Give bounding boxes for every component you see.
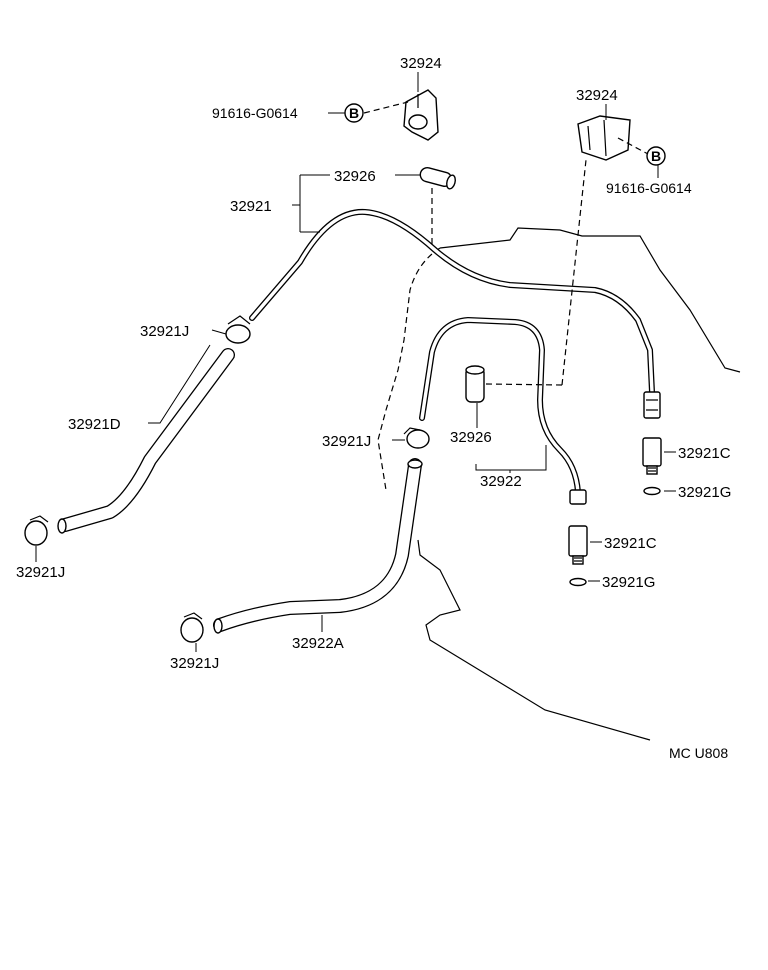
bolt-symbol-left-letter: B xyxy=(349,105,359,121)
label-clip-lower-left: 32921J xyxy=(16,564,65,581)
label-union-middle: 32921C xyxy=(604,535,657,552)
upper-cooler-pipe xyxy=(249,208,655,395)
clamp-top xyxy=(403,89,439,141)
bolt-symbol-right-letter: B xyxy=(651,148,661,164)
label-hose-upper: 32921D xyxy=(68,416,121,433)
hose-clip-bottom xyxy=(180,612,204,643)
label-hose-lower: 32922A xyxy=(292,635,344,652)
sleeve-middle xyxy=(465,365,485,403)
label-sleeve-middle: 32926 xyxy=(450,429,492,446)
lower-cooler-pipe xyxy=(419,317,581,495)
label-pipe-upper: 32921 xyxy=(230,198,272,215)
transmission-case-outline xyxy=(377,227,741,741)
union-middle xyxy=(568,525,588,565)
sleeve-top xyxy=(419,166,456,190)
label-gasket-right: 32921G xyxy=(678,484,731,501)
clamp-right xyxy=(577,115,631,161)
label-pipe-lower: 32922 xyxy=(480,473,522,490)
label-clamp-right: 32924 xyxy=(576,87,618,104)
gasket-right xyxy=(643,486,661,496)
figure-code: MC U808 xyxy=(669,745,728,761)
union-right xyxy=(642,437,662,475)
label-clamp-top: 32924 xyxy=(400,55,442,72)
bolt-symbol-left: B xyxy=(344,103,364,123)
label-bolt-right: 91616-G0614 xyxy=(606,180,692,196)
gasket-middle xyxy=(569,577,587,587)
leader-lines xyxy=(35,72,676,652)
label-clip-bottom: 32921J xyxy=(170,655,219,672)
hose-clip-upper xyxy=(225,315,251,344)
union-right-installed xyxy=(643,391,661,419)
hose-clip-lower-left xyxy=(24,515,49,546)
upper-hose xyxy=(57,348,235,534)
label-gasket-middle: 32921G xyxy=(602,574,655,591)
label-sleeve-top: 32926 xyxy=(334,168,376,185)
hose-clip-middle xyxy=(403,427,430,449)
label-clip-middle: 32921J xyxy=(322,433,371,450)
bolt-symbol-right: B xyxy=(646,146,666,166)
label-union-right: 32921C xyxy=(678,445,731,462)
label-bolt-left: 91616-G0614 xyxy=(212,105,298,121)
label-clip-upper: 32921J xyxy=(140,323,189,340)
union-middle-installed xyxy=(569,489,587,505)
lower-hose xyxy=(213,458,423,634)
